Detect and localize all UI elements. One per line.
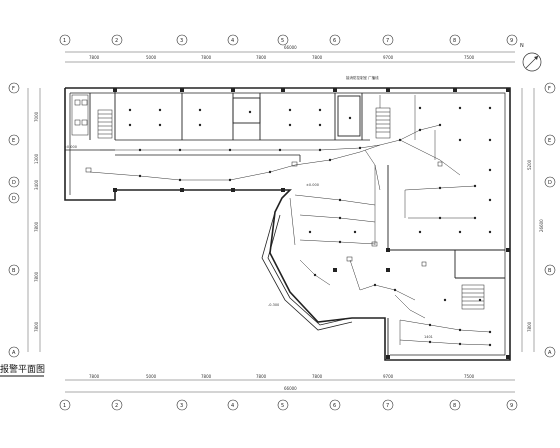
- top-dim-1: 7800: [89, 55, 100, 60]
- annotation-level-2: ±0.000: [306, 183, 319, 187]
- bottom-dim-7: 7500: [464, 374, 475, 379]
- annotation-top-note: 接消防控制室 广播线: [346, 75, 379, 80]
- axis-top-1: 1: [63, 38, 66, 44]
- axis-bottom-7: 7: [386, 403, 389, 409]
- right-dimension-line: [521, 88, 535, 352]
- axis-right-A: A: [548, 350, 552, 356]
- corridor-walls: [115, 139, 370, 162]
- toilet-block: [71, 94, 89, 136]
- axis-left-D: D: [12, 196, 16, 202]
- right-dim-3: 7800: [527, 321, 532, 332]
- room-partitions: [89, 88, 363, 140]
- angled-bay: [261, 211, 353, 331]
- axis-bubbles-left: [8, 82, 20, 358]
- axis-top-9: 9: [510, 38, 513, 44]
- left-dimension-line: [27, 88, 41, 352]
- top-dim-2: 5000: [146, 55, 157, 60]
- axis-bottom-1: 1: [63, 403, 66, 409]
- bottom-dim-6: 9700: [383, 374, 394, 379]
- axis-labels-top: 1 2 3 4 5 6 7 8 9: [63, 38, 513, 44]
- axis-labels-bottom: 1 2 3 4 5 6 7 8 9: [63, 403, 513, 409]
- alarm-panels: [85, 161, 443, 267]
- alarm-devices: [128, 106, 492, 347]
- top-dim-4: 7800: [256, 55, 267, 60]
- left-dim-6: 7800: [34, 321, 39, 332]
- axis-left-A: A: [12, 350, 16, 356]
- axis-top-5: 5: [281, 38, 284, 44]
- axis-labels-right: F E D B A: [548, 86, 552, 356]
- top-total-dimension: 66000: [284, 45, 297, 50]
- axis-bubbles-right: [544, 82, 556, 358]
- stair-north-east: [375, 107, 391, 139]
- axis-right-D: D: [548, 180, 552, 186]
- axis-top-2: 2: [115, 38, 118, 44]
- left-dim-3: 3400: [34, 179, 39, 190]
- axis-left-B: B: [12, 268, 16, 274]
- bottom-dim-5: 7800: [312, 374, 323, 379]
- stair-west: [97, 109, 113, 139]
- right-dim-1: 5200: [527, 159, 532, 170]
- axis-bottom-6: 6: [333, 403, 336, 409]
- bottom-dim-3: 7800: [201, 374, 212, 379]
- structural-columns: [113, 88, 510, 359]
- axis-left-F: F: [12, 86, 15, 92]
- axis-right-F: F: [548, 86, 551, 92]
- building-outline: [64, 87, 511, 361]
- axis-top-7: 7: [386, 38, 389, 44]
- axis-bubbles-top: [59, 34, 518, 46]
- axis-bubbles-bottom: [59, 399, 518, 411]
- top-dim-7: 7500: [464, 55, 475, 60]
- annotation-level-3: -0.300: [268, 303, 279, 307]
- axis-top-4: 4: [231, 38, 234, 44]
- left-dimensions: 7000 1300 3400 7800 7800 7800: [34, 111, 39, 332]
- axis-bottom-3: 3: [180, 403, 183, 409]
- axis-left-E: E: [12, 138, 15, 144]
- bottom-total-dimension: 66000: [284, 386, 297, 391]
- north-label: N: [520, 43, 524, 49]
- outer-wall-inner-line: [65, 92, 506, 356]
- axis-left-D1: D: [12, 180, 16, 186]
- top-dimension-line: [65, 51, 515, 63]
- axis-bottom-9: 9: [510, 403, 513, 409]
- left-dim-5: 7800: [34, 271, 39, 282]
- axis-top-8: 8: [453, 38, 456, 44]
- stair-south-east: [461, 284, 485, 310]
- east-wing-walls: [387, 165, 505, 355]
- axis-bottom-5: 5: [281, 403, 284, 409]
- top-dim-3: 7800: [201, 55, 212, 60]
- north-arrow: [522, 52, 542, 72]
- axis-bottom-2: 2: [115, 403, 118, 409]
- axis-top-3: 3: [180, 38, 183, 44]
- right-dimensions: 5200 26600 7800: [527, 159, 544, 332]
- axis-bottom-8: 8: [453, 403, 456, 409]
- left-dim-1: 7000: [34, 111, 39, 122]
- axis-right-E: E: [548, 138, 551, 144]
- alarm-wiring: [89, 95, 491, 346]
- left-dim-4: 7800: [34, 221, 39, 232]
- bottom-dimension-line: [65, 379, 515, 393]
- annotation-lower-room: 1401: [424, 335, 433, 339]
- axis-right-B: B: [548, 268, 552, 274]
- drawing-title: 报警平面图: [0, 363, 45, 375]
- bottom-dim-2: 5000: [146, 374, 157, 379]
- right-dim-2: 26600: [539, 219, 544, 232]
- left-dim-2: 1300: [34, 153, 39, 164]
- axis-top-6: 6: [333, 38, 336, 44]
- axis-bottom-4: 4: [231, 403, 234, 409]
- axis-labels-left: F E D D B A: [12, 86, 16, 356]
- bottom-dim-1: 7800: [89, 374, 100, 379]
- top-dim-6: 9700: [383, 55, 394, 60]
- annotation-level-1: ±0.000: [64, 145, 77, 149]
- top-dim-5: 7800: [312, 55, 323, 60]
- bottom-dim-4: 7800: [256, 374, 267, 379]
